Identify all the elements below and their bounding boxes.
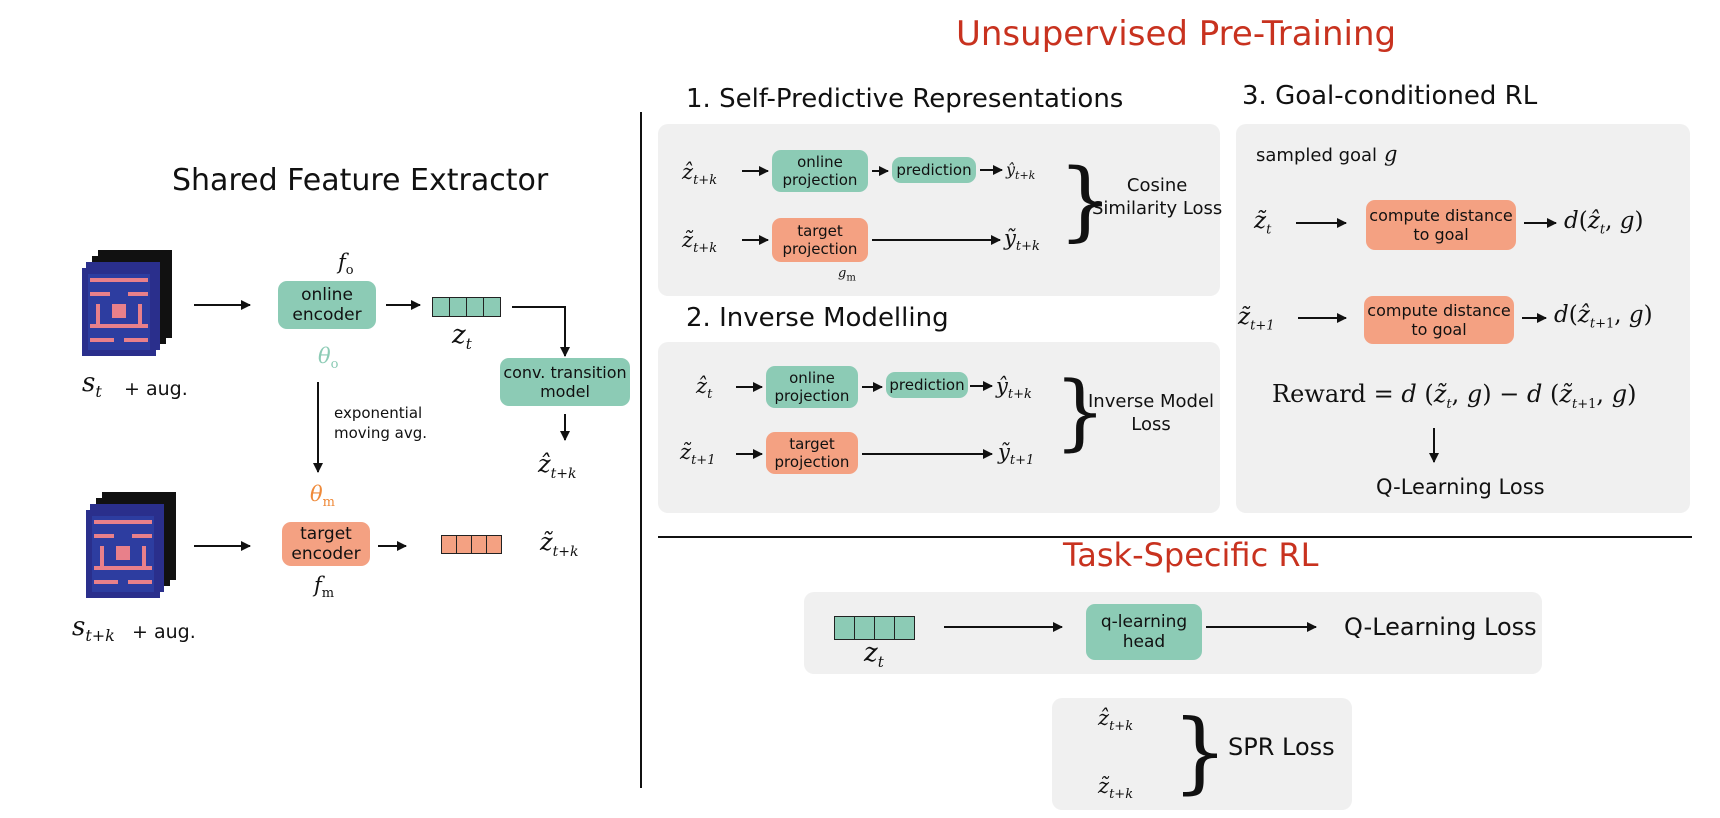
sampled-goal-label: sampled goal — [1256, 145, 1378, 166]
state-t-symbol: st — [82, 368, 102, 402]
transition-model-box: conv. transition model — [500, 358, 630, 406]
zt-symbol: zt — [452, 320, 472, 354]
goal-g-symbol: g — [1384, 142, 1398, 166]
observation-stack-tk — [86, 492, 178, 602]
distance-2-expr: d(ẑt+1, g) — [1554, 302, 1653, 332]
spr-y-hat: ŷt+k — [1006, 160, 1036, 183]
vertical-divider — [640, 112, 642, 788]
compute-distance-box-2: compute distance to goal — [1364, 296, 1514, 344]
z-hat-tk-symbol: ẑt+k — [538, 450, 577, 482]
inverse-brace: } — [1054, 365, 1107, 460]
shared-feature-extractor-title: Shared Feature Extractor — [172, 163, 549, 198]
z-tilde-tk-symbol: z̃t+k — [540, 528, 579, 560]
inverse-panel — [658, 342, 1220, 513]
inv-target-projection-box: target projection — [766, 432, 858, 474]
target-encoder-box: target encoder — [282, 522, 370, 566]
inv-y-hat: ŷt+k — [996, 374, 1032, 403]
goal-section-title: 3. Goal-conditioned RL — [1242, 81, 1538, 111]
spr-brace: } — [1058, 151, 1113, 251]
spr-loss-brace: } — [1172, 700, 1228, 803]
spr-y-tilde: ỹt+k — [1004, 226, 1040, 255]
goal-qloss-label: Q-Learning Loss — [1376, 475, 1545, 499]
state-tk-symbol: st+k — [72, 612, 115, 646]
f-online-symbol: fo — [338, 250, 354, 279]
inverse-loss-label: Inverse Model Loss — [1088, 391, 1215, 436]
goal-z-tilde-t1: z̃t+1 — [1238, 304, 1275, 334]
theta-momentum-symbol: θm — [310, 482, 335, 511]
task-qloss-label: Q-Learning Loss — [1344, 613, 1537, 641]
latent-target-cells — [441, 535, 502, 554]
spr-loss-label: SPR Loss — [1228, 733, 1335, 761]
spr-z-tilde-input: z̃t+k — [682, 228, 718, 257]
observation-stack-t — [82, 250, 174, 360]
q-learning-head-box: q-learning head — [1086, 604, 1202, 660]
spr-z-hat-input: ẑt+k — [682, 160, 718, 189]
ema-label: exponential moving avg. — [334, 404, 427, 443]
inverse-section-title: 2. Inverse Modelling — [686, 303, 949, 333]
f-momentum-symbol: fm — [314, 573, 335, 602]
task-specific-title: Task-Specific RL — [1063, 536, 1319, 574]
game-frame-icon — [82, 268, 156, 356]
spr-loss-panel — [1052, 698, 1352, 810]
compute-distance-box-1: compute distance to goal — [1366, 200, 1516, 250]
arrow — [512, 306, 570, 357]
reward-equation: Reward = d (z̃t, g) − d (z̃t+1, g) — [1272, 380, 1637, 412]
horizontal-divider — [658, 536, 1692, 538]
spr-online-projection-box: online projection — [772, 150, 868, 192]
online-encoder-box: online encoder — [278, 281, 376, 329]
task-zt-cells — [834, 616, 915, 640]
inv-y-tilde: ỹt+1 — [998, 440, 1035, 469]
inv-prediction-box: prediction — [886, 372, 968, 398]
spr-panel — [658, 124, 1220, 296]
state-t-aug-label: + aug. — [124, 378, 188, 400]
theta-online-symbol: θo — [318, 344, 339, 373]
latent-zt-cells — [432, 297, 501, 317]
inv-online-projection-box: online projection — [766, 366, 858, 408]
spr-loss-z-tilde: z̃t+k — [1098, 774, 1134, 803]
distance-1-expr: d(ẑt, g) — [1564, 208, 1644, 238]
task-zt-symbol: zt — [864, 638, 884, 672]
spr-g-m-symbol: gm — [838, 266, 856, 284]
pretraining-title: Unsupervised Pre-Training — [956, 14, 1397, 54]
spr-loss-label: Cosine Similarity Loss — [1092, 175, 1223, 220]
spr-section-title: 1. Self-Predictive Representations — [686, 84, 1124, 114]
goal-z-tilde-t: z̃t — [1254, 208, 1272, 238]
game-frame-icon — [86, 510, 160, 598]
spr-prediction-box: prediction — [892, 157, 976, 183]
spr-loss-z-hat: ẑt+k — [1098, 706, 1134, 735]
state-tk-aug-label: + aug. — [132, 621, 196, 643]
inv-z-tilde-input: z̃t+1 — [680, 440, 716, 469]
spr-target-projection-box: target projection — [772, 218, 868, 262]
inv-z-hat-input: ẑt — [696, 374, 713, 403]
